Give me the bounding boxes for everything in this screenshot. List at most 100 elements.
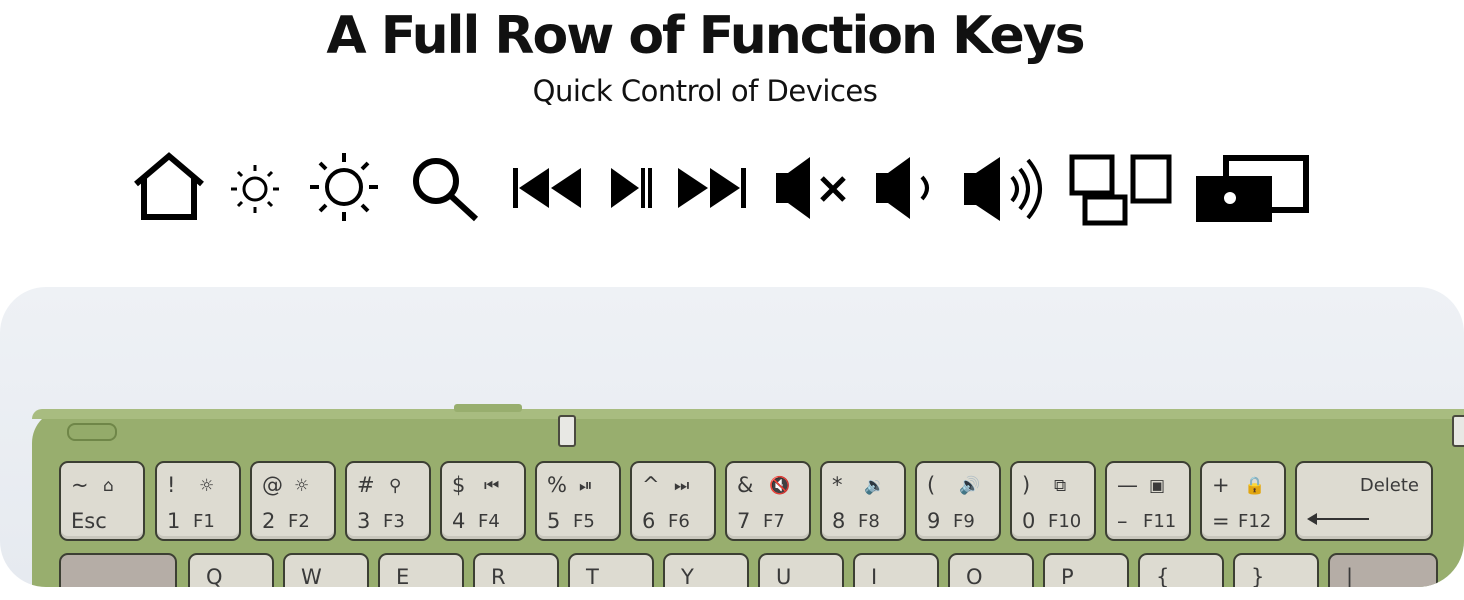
key-label-bl: – <box>1117 509 1128 533</box>
key-label-tl: — <box>1117 473 1138 497</box>
key-label-bl: 9 <box>927 509 941 533</box>
key-label-bl: = <box>1212 509 1230 533</box>
key-label-tr: ☼ <box>199 476 215 496</box>
key-label-br: F3 <box>383 511 405 532</box>
status-led <box>67 423 117 441</box>
key-label-tl: % <box>547 473 567 497</box>
key-fn-7[interactable]: &🔇 7 F7 <box>725 461 811 541</box>
key-label-br: F8 <box>858 511 880 532</box>
key-letter-10[interactable]: P <box>1043 553 1129 587</box>
key-letter-11[interactable]: { <box>1138 553 1224 587</box>
screen-switch-icon <box>1069 154 1172 226</box>
home-icon <box>134 152 204 220</box>
key-label: Y <box>681 565 694 587</box>
mute-icon <box>776 157 846 219</box>
key-label-bl: 5 <box>547 509 561 533</box>
key-letter-4[interactable]: R <box>473 553 559 587</box>
key-label: } <box>1251 565 1265 587</box>
key-label-tl: ( <box>927 473 936 497</box>
key-label-tr: ⚲ <box>389 476 402 496</box>
key-label-tr: ▣ <box>1149 476 1166 496</box>
search-icon <box>413 158 479 222</box>
screenshot-icon <box>1196 155 1309 222</box>
key-label-tr: ⧉ <box>1054 476 1067 496</box>
key-label-br: F9 <box>953 511 975 532</box>
key-label-tl: + <box>1212 473 1230 497</box>
key-label-br: F5 <box>573 511 595 532</box>
key-label-tr: ⏭ <box>674 476 690 496</box>
volume-up-icon <box>964 157 1042 221</box>
key-letter-5[interactable]: T <box>568 553 654 587</box>
key-label-br: F10 <box>1048 511 1082 532</box>
key-fn-12[interactable]: +🔒=F12 <box>1200 461 1286 541</box>
key-label-tr: ⌂ <box>103 476 114 496</box>
key-fn-9[interactable]: ( 🔊 9 F9 <box>915 461 1001 541</box>
key-label: T <box>586 565 599 587</box>
key-label-bl: 7 <box>737 509 751 533</box>
key-label: { <box>1156 565 1170 587</box>
key-label-tl: $ <box>452 473 466 497</box>
key-label-bl: 3 <box>357 509 371 533</box>
key-label-br: F4 <box>478 511 500 532</box>
next-track-icon <box>678 168 746 208</box>
key-label-br: F7 <box>763 511 785 532</box>
key-label: Q <box>206 565 223 587</box>
keyboard-top-edge <box>32 409 1464 419</box>
key-label-br: F1 <box>193 511 215 532</box>
key-label-tl: ^ <box>642 473 660 497</box>
brightness-down-icon <box>231 165 279 213</box>
key-label-bl: 0 <box>1022 509 1036 533</box>
key-label-br: F6 <box>668 511 690 532</box>
hinge-left <box>558 415 576 447</box>
key-fn-5[interactable]: % ⏯ 5 F5 <box>535 461 621 541</box>
key-letter-0[interactable] <box>59 553 177 587</box>
key-label-tr: 🔊 <box>959 476 981 496</box>
key-label-bl: 4 <box>452 509 466 533</box>
key-letter-9[interactable]: O <box>948 553 1034 587</box>
key-label: | <box>1346 565 1354 587</box>
key-letter-8[interactable]: I <box>853 553 939 587</box>
key-letter-1[interactable]: Q <box>188 553 274 587</box>
key-letter-2[interactable]: W <box>283 553 369 587</box>
key-label-bl: 1 <box>167 509 181 533</box>
key-label-bl: 2 <box>262 509 276 533</box>
volume-down-icon <box>876 157 929 219</box>
key-letter-7[interactable]: U <box>758 553 844 587</box>
key-label-bl: 6 <box>642 509 656 533</box>
previous-track-icon <box>513 168 581 208</box>
key-fn-0[interactable]: ~⌂Esc <box>59 461 145 541</box>
page-title: A Full Row of Function Keys <box>326 6 1085 66</box>
key-fn-8[interactable]: * 🔉 8 F8 <box>820 461 906 541</box>
key-label: I <box>871 565 878 587</box>
key-fn-1[interactable]: ! ☼ 1 F1 <box>155 461 241 541</box>
key-label-tl: @ <box>262 473 283 497</box>
key-letter-3[interactable]: E <box>378 553 464 587</box>
key-letter-6[interactable]: Y <box>663 553 749 587</box>
key-label-br: F12 <box>1238 511 1272 532</box>
key-label-tr: 🔇 <box>769 476 791 496</box>
key-label-tl: & <box>737 473 754 497</box>
key-delete[interactable]: Delete <box>1295 461 1433 541</box>
key-label-tr: ☼ <box>294 476 310 496</box>
keyboard-slider-tab <box>454 404 522 412</box>
key-letter-13[interactable]: | <box>1328 553 1438 587</box>
key-label: O <box>966 565 983 587</box>
key-label: P <box>1061 565 1074 587</box>
key-label: E <box>396 565 410 587</box>
key-label-bl: 8 <box>832 509 846 533</box>
key-label: U <box>776 565 792 587</box>
key-label-tr: ⏯ <box>579 476 593 496</box>
key-fn-6[interactable]: ^ ⏭ 6 F6 <box>630 461 716 541</box>
key-label-tl: ! <box>167 473 176 497</box>
key-label-tl: * <box>832 473 843 497</box>
brightness-up-icon <box>310 153 378 221</box>
hinge-right <box>1452 415 1464 447</box>
key-label-tr: 🔉 <box>864 476 886 496</box>
key-fn-11[interactable]: —▣–F11 <box>1105 461 1191 541</box>
key-letter-12[interactable]: } <box>1233 553 1319 587</box>
